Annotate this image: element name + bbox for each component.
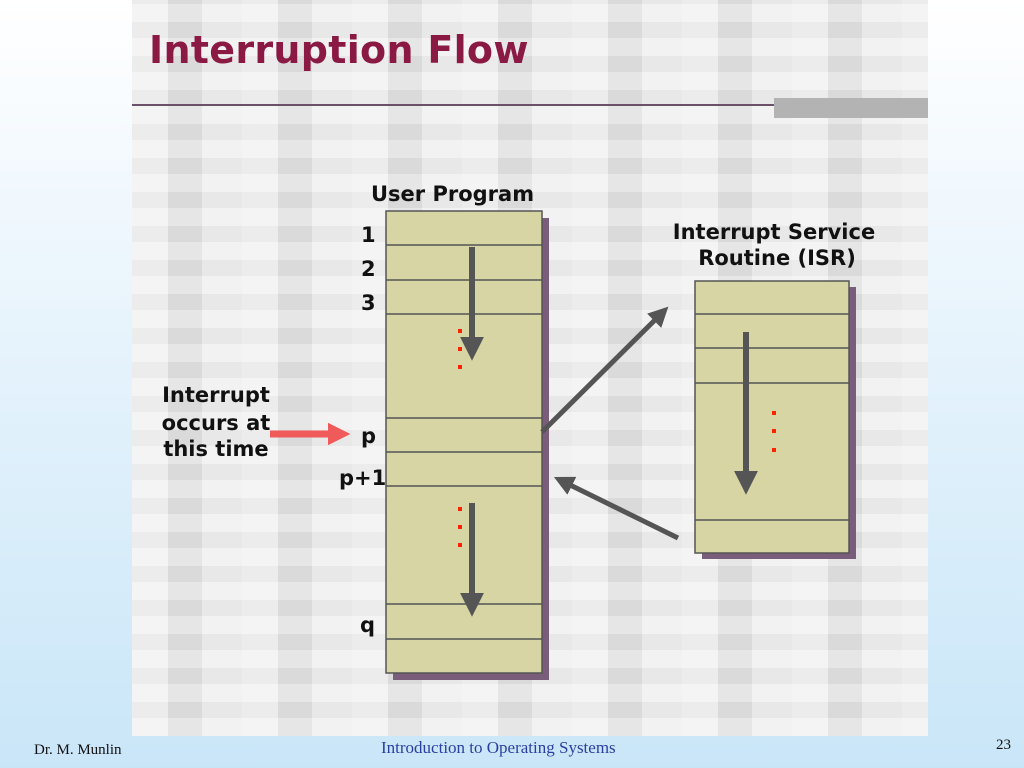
return-from-isr-arrow xyxy=(553,476,680,541)
title-divider-accent xyxy=(774,98,928,118)
jump-to-isr-arrow xyxy=(540,306,669,434)
interrupt-label-line2: occurs at xyxy=(162,411,271,435)
isr-box xyxy=(694,280,850,554)
ellipsis-dots-top xyxy=(458,329,462,369)
user-program-block xyxy=(385,210,549,680)
ellipsis-dots-isr xyxy=(772,411,776,452)
title-divider xyxy=(132,104,928,106)
isr-title-line2: Routine (ISR) xyxy=(698,246,856,270)
row-label-2: 2 xyxy=(361,257,376,281)
footer-author: Dr. M. Munlin xyxy=(34,742,122,758)
row-label-p-plus-1: p+1 xyxy=(339,466,386,490)
row-label-q: q xyxy=(360,613,375,637)
slide-image: Interruption Flow xyxy=(132,0,928,736)
isr-block xyxy=(694,280,856,559)
interruption-flow-diagram: User Program Interrupt Service Routine (… xyxy=(162,182,875,680)
isr-title-line1: Interrupt Service xyxy=(673,220,875,244)
user-program-title: User Program xyxy=(371,182,534,206)
user-program-row-dividers xyxy=(386,244,542,640)
row-label-p: p xyxy=(361,424,376,448)
row-label-3: 3 xyxy=(361,291,376,315)
interrupt-label-line1: Interrupt xyxy=(162,383,270,407)
ellipsis-dots-bottom xyxy=(458,507,462,547)
interrupt-label-line3: this time xyxy=(163,437,268,461)
isr-row-dividers xyxy=(695,313,849,521)
slide-title: Interruption Flow xyxy=(149,28,529,72)
footer-page-number: 23 xyxy=(996,737,1011,753)
footer-course-title: Introduction to Operating Systems xyxy=(381,738,616,757)
row-label-1: 1 xyxy=(361,223,376,247)
